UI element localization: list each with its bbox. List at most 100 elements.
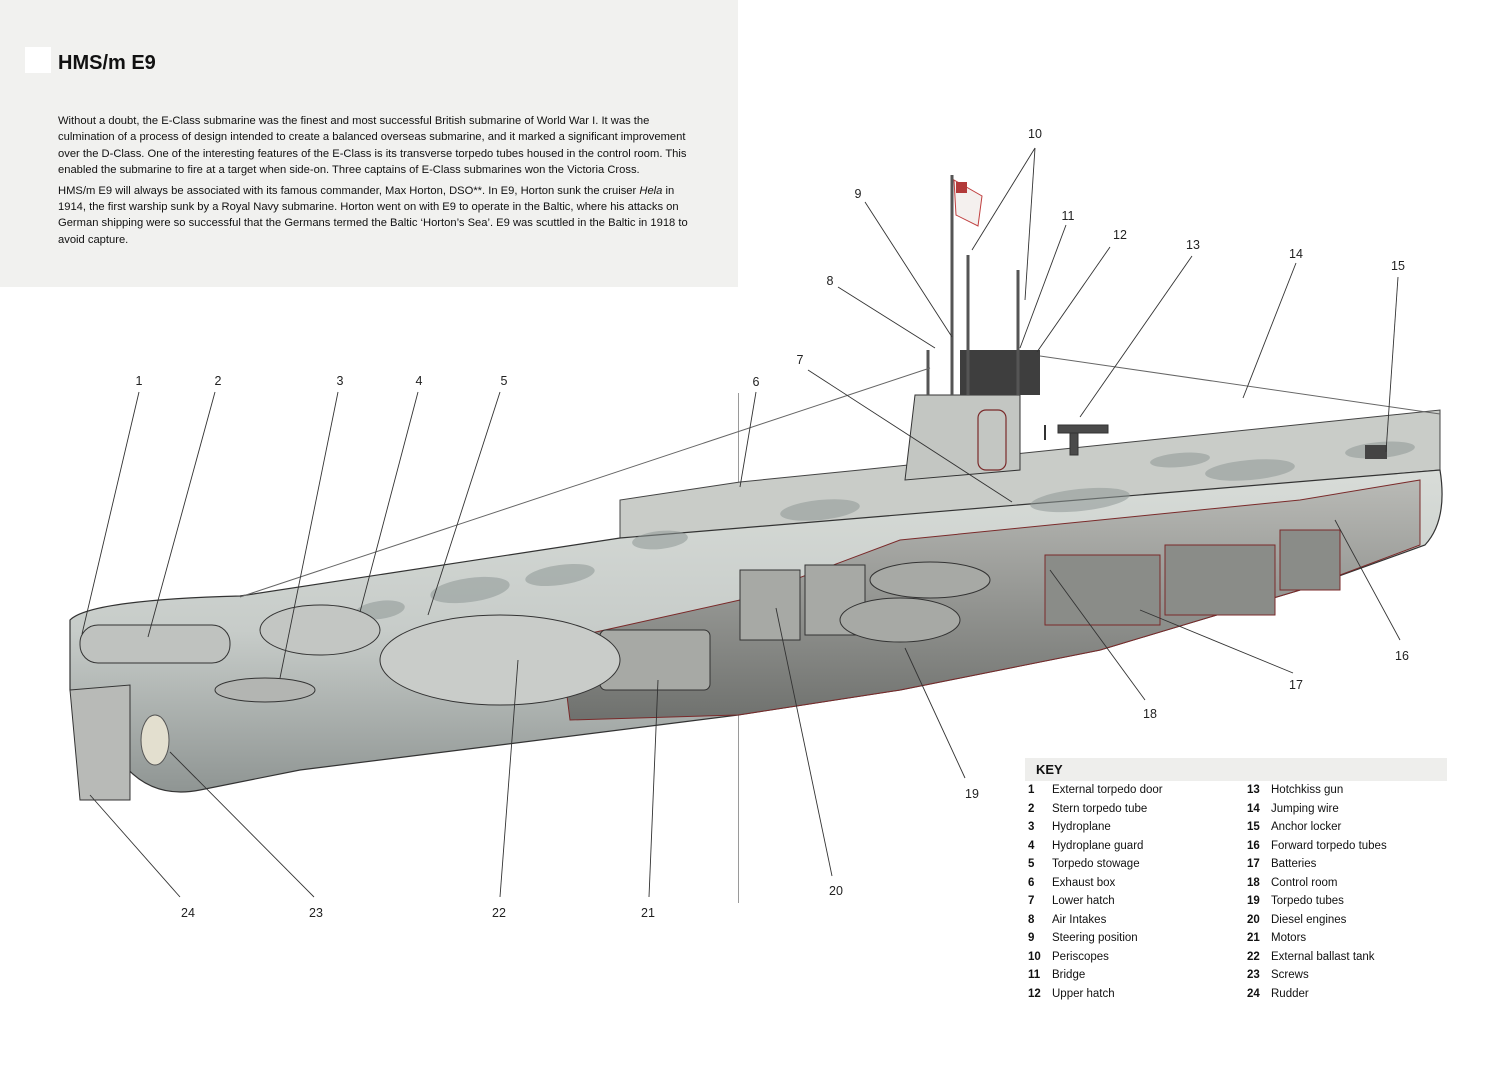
intro-paragraph-2-start: HMS/m E9 will always be associated with … [58, 184, 640, 197]
intro-paragraph-2-end: in 1914, the first warship sunk by a Roy… [58, 184, 688, 246]
key-item-label: Batteries [1271, 858, 1317, 870]
screw [140, 714, 170, 766]
key-item-number: 5 [1028, 858, 1035, 870]
key-item-label: Steering position [1052, 932, 1138, 944]
key-item-label: Screws [1271, 969, 1309, 981]
key-item-label: Stern torpedo tube [1052, 802, 1148, 815]
callout-21: 21 [641, 906, 655, 920]
key-item-label: Torpedo tubes [1271, 895, 1344, 907]
key-item-label: Forward torpedo tubes [1271, 839, 1387, 852]
title-marker [25, 47, 51, 73]
key-item-label: Control room [1271, 876, 1338, 889]
cutaway-interior [559, 479, 1421, 721]
callout-numbers: 1 2 3 4 5 6 7 8 9 10 11 12 13 14 15 16 1… [136, 127, 1409, 920]
callout-12: 12 [1113, 228, 1127, 242]
stern-section [79, 604, 621, 706]
callout-17: 17 [1289, 678, 1303, 692]
key-item-label: External ballast tank [1271, 950, 1375, 963]
key-title: KEY [1036, 762, 1063, 777]
key-item-number: 6 [1028, 876, 1035, 889]
intro-paragraph-1: Without a doubt, the E-Class submarine w… [58, 115, 687, 177]
callout-2: 2 [215, 374, 222, 388]
key-item-label: Hydroplane guard [1052, 839, 1144, 852]
key-header: KEY [1025, 758, 1447, 781]
key-item-label: Periscopes [1052, 950, 1109, 963]
callout-5: 5 [501, 374, 508, 388]
key-item-number: 7 [1028, 895, 1035, 907]
key-item-label: Rudder [1271, 987, 1309, 1000]
key-item-label: Bridge [1052, 969, 1086, 981]
key-item-number: 19 [1247, 895, 1260, 907]
key-item-number: 13 [1247, 784, 1260, 796]
key-item-number: 10 [1028, 950, 1041, 963]
callout-18: 18 [1143, 707, 1157, 721]
page-title: HMS/m E9 [58, 52, 156, 74]
key-item-number: 14 [1247, 802, 1260, 815]
periscopes [926, 175, 1020, 395]
callout-3: 3 [337, 374, 344, 388]
jumping-wire [239, 367, 931, 598]
callout-10: 10 [1028, 127, 1042, 141]
rudder [69, 684, 131, 801]
key-item-number: 16 [1247, 839, 1260, 852]
callout-23: 23 [309, 906, 323, 920]
conning-tower [904, 394, 1021, 481]
callout-19: 19 [965, 787, 979, 801]
upper-hatch-door [977, 409, 1007, 471]
callout-20: 20 [829, 884, 843, 898]
key-item-label: Hotchkiss gun [1271, 784, 1344, 796]
key-item-number: 21 [1247, 932, 1260, 944]
callout-15: 15 [1391, 259, 1405, 273]
bridge-canvas [960, 350, 1040, 395]
callout-8: 8 [827, 274, 834, 288]
key-item-number: 24 [1247, 987, 1260, 1000]
callout-leader-lines [81, 147, 1401, 898]
key-item-label: External torpedo door [1052, 784, 1163, 796]
key-item-number: 9 [1028, 932, 1035, 944]
key-item-label: Jumping wire [1271, 802, 1339, 815]
key-item-label: Lower hatch [1052, 895, 1115, 907]
callout-6: 6 [753, 375, 760, 389]
key-item-number: 8 [1028, 913, 1035, 926]
key-item-label: Motors [1271, 932, 1307, 944]
callout-16: 16 [1395, 649, 1409, 663]
key-item-label: Diesel engines [1271, 913, 1347, 926]
key-item-number: 17 [1247, 858, 1260, 870]
key-item-number: 1 [1028, 784, 1035, 796]
key-item-number: 11 [1028, 969, 1041, 981]
key-item-label: Anchor locker [1271, 821, 1342, 833]
key-item-number: 18 [1247, 876, 1260, 889]
anchor-locker [1365, 445, 1387, 459]
ship-name-hela: Hela [639, 184, 663, 197]
key-item-label: Air Intakes [1052, 913, 1107, 926]
ensign-canton [956, 182, 967, 193]
jumping-wire-forward [1039, 355, 1441, 415]
camouflage-pattern [355, 441, 1415, 620]
hotchkiss-gun [1044, 424, 1109, 456]
key-item-number: 4 [1028, 839, 1035, 852]
callout-24: 24 [181, 906, 195, 920]
intro-panel: HMS/m E9 Without a doubt, the E-Class su… [0, 0, 738, 287]
machinery [599, 561, 991, 691]
callout-4: 4 [416, 374, 423, 388]
key-item-number: 2 [1028, 802, 1035, 815]
key-item-number: 22 [1247, 950, 1260, 963]
key-item-label: Upper hatch [1052, 987, 1115, 1000]
callout-14: 14 [1289, 247, 1303, 261]
callout-11: 11 [1062, 209, 1075, 223]
key-item-label: Exhaust box [1052, 876, 1116, 889]
key-item-number: 12 [1028, 987, 1041, 1000]
callout-9: 9 [855, 187, 862, 201]
callout-7: 7 [797, 353, 804, 367]
callout-22: 22 [492, 906, 506, 920]
key-item-number: 20 [1247, 913, 1260, 926]
callout-1: 1 [136, 374, 143, 388]
key-item-number: 23 [1247, 969, 1260, 981]
key-item-number: 15 [1247, 821, 1260, 833]
intro-paragraph-2: HMS/m E9 will always be associated with … [58, 183, 698, 249]
intro-text: Without a doubt, the E-Class submarine w… [58, 113, 698, 252]
key-item-number: 3 [1028, 821, 1035, 833]
key-item-label: Torpedo stowage [1052, 858, 1140, 870]
callout-13: 13 [1186, 238, 1200, 252]
